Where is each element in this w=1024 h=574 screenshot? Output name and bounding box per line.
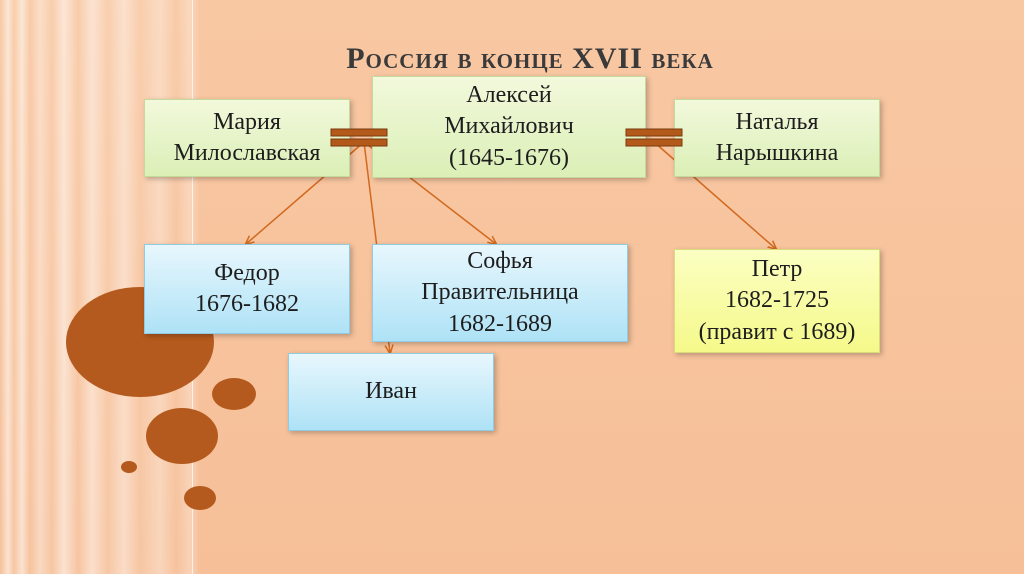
- node-petr: Петр 1682-1725 (правит с 1689): [674, 249, 880, 353]
- node-sofya: Софья Правительница 1682-1689: [372, 244, 628, 342]
- decorative-circle-medium: [146, 408, 218, 464]
- decorative-circle-tiny: [121, 461, 137, 473]
- node-natalya: Наталья Нарышкина: [674, 99, 880, 177]
- node-ivan: Иван: [288, 353, 494, 431]
- node-maria: Мария Милославская: [144, 99, 350, 177]
- decorative-circle-small: [212, 378, 256, 410]
- node-alexei: Алексей Михайлович (1645-1676): [372, 76, 646, 178]
- page-title: Россия в конце XVII века: [346, 42, 714, 75]
- node-fedor: Федор 1676-1682: [144, 244, 350, 334]
- decorative-circle-small-2: [184, 486, 216, 510]
